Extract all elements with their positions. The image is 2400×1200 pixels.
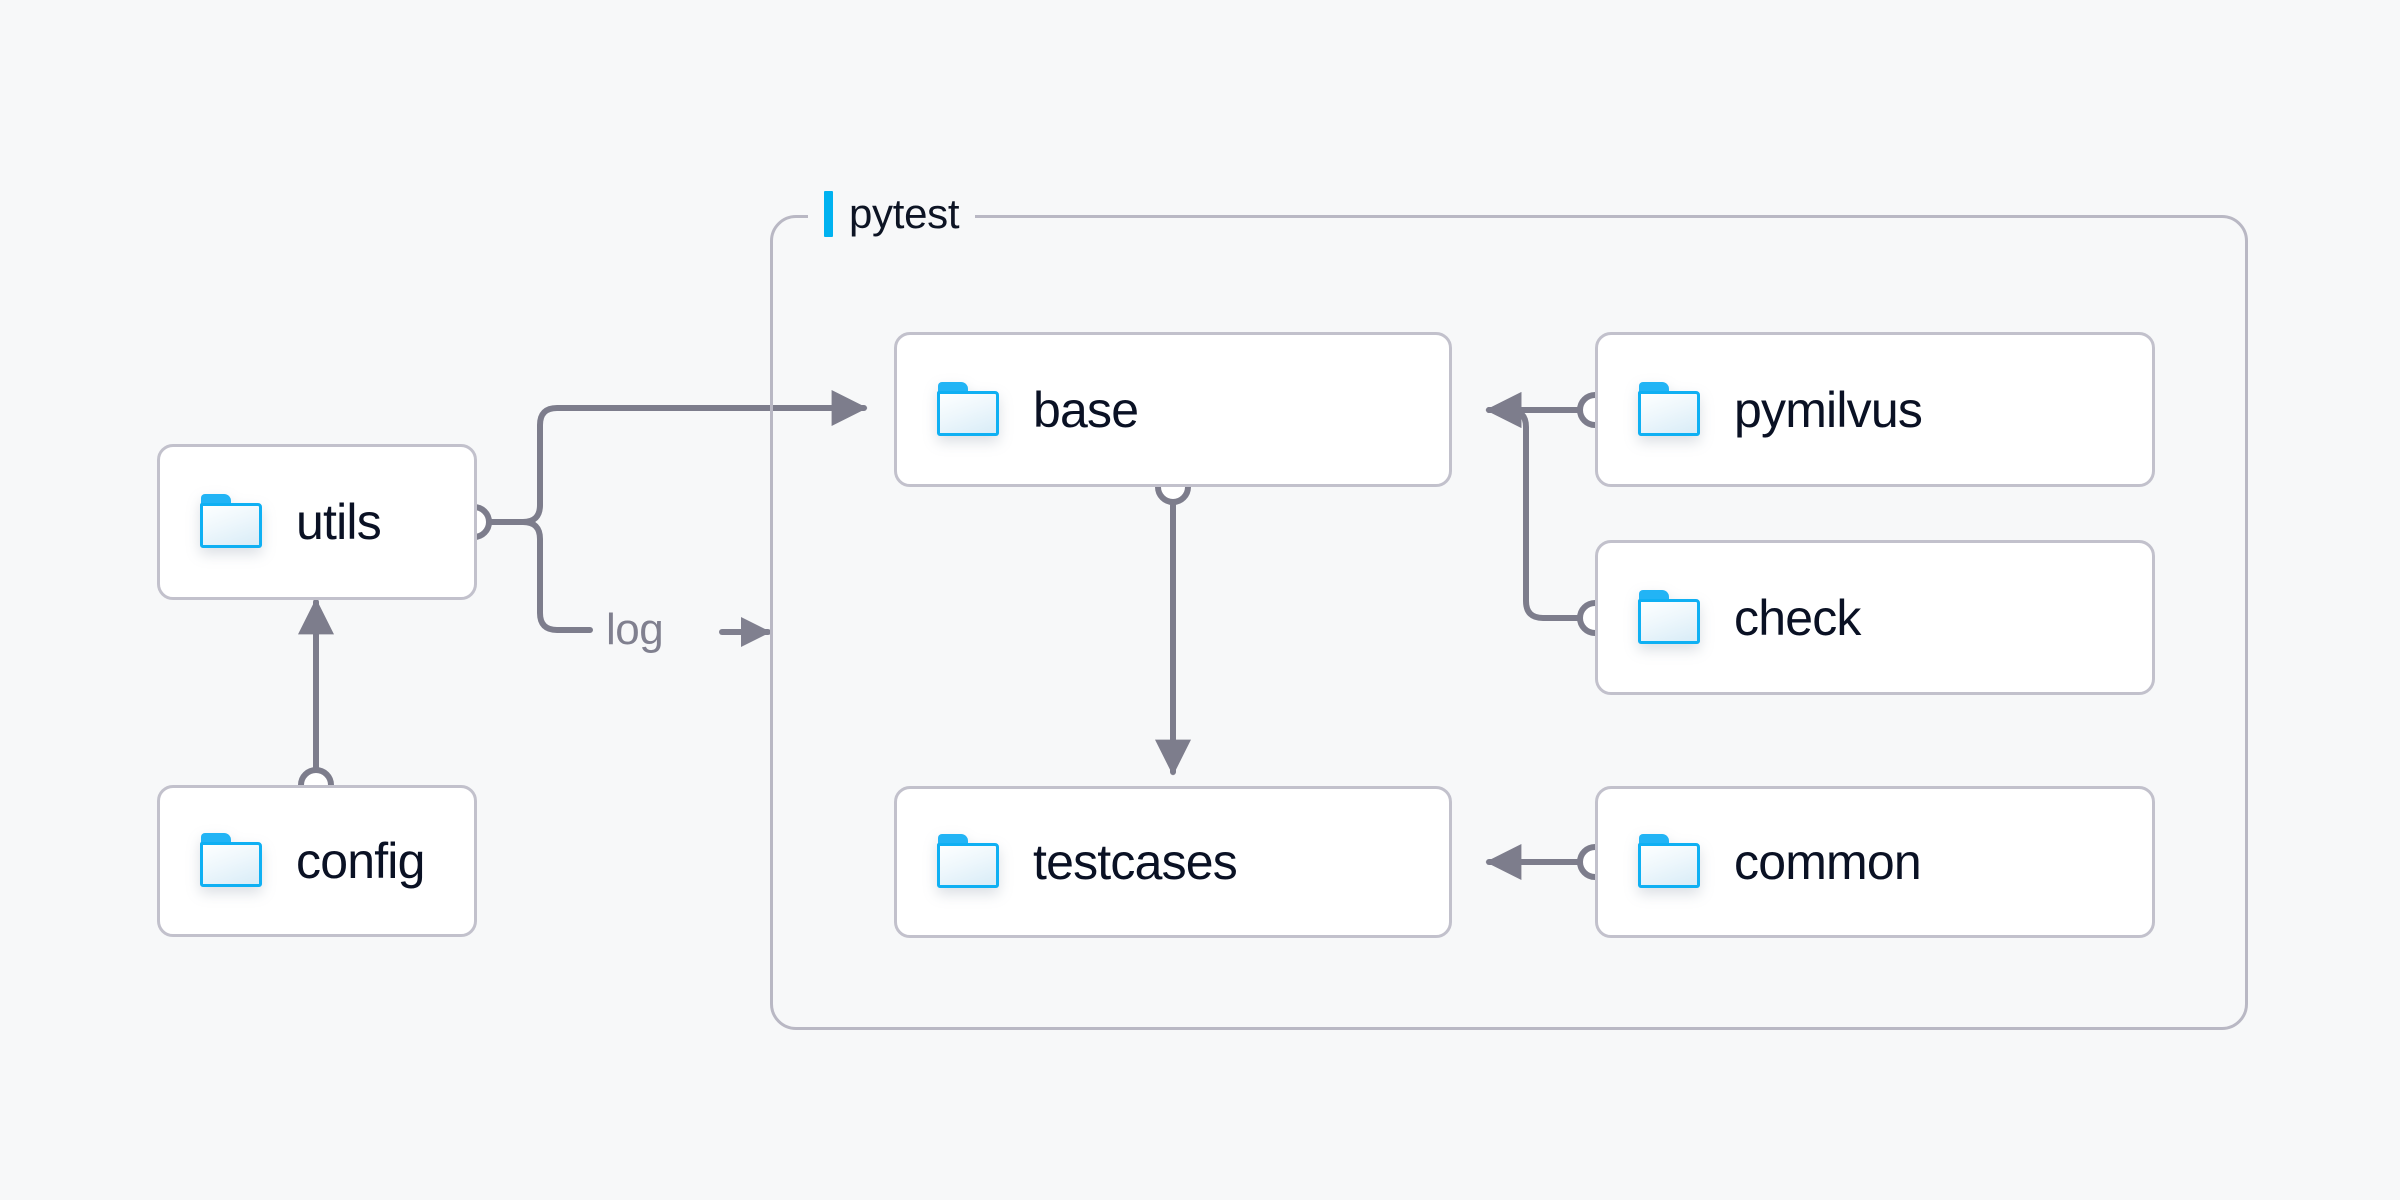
folder-icon xyxy=(1638,381,1702,438)
group-pytest-label: pytest xyxy=(808,186,976,242)
folder-icon xyxy=(200,833,264,889)
node-check[interactable]: check xyxy=(1595,540,2155,695)
node-testcases-label: testcases xyxy=(1033,834,1238,890)
group-pytest[interactable] xyxy=(770,215,2248,1030)
node-base[interactable]: base xyxy=(894,332,1452,487)
node-utils-label: utils xyxy=(296,494,382,550)
node-pymilvus-label: pymilvus xyxy=(1734,381,1923,438)
group-title: pytest xyxy=(849,190,960,237)
node-check-label: check xyxy=(1734,589,1861,646)
node-utils[interactable]: utils xyxy=(157,444,477,600)
node-config-label: config xyxy=(296,833,425,889)
folder-icon xyxy=(1638,589,1702,646)
folder-icon xyxy=(937,381,1001,438)
vertical-bar-icon xyxy=(824,191,833,237)
node-common[interactable]: common xyxy=(1595,786,2155,938)
folder-icon xyxy=(1638,834,1702,890)
node-base-label: base xyxy=(1033,381,1139,438)
edge-config-utils xyxy=(298,598,334,803)
folder-icon xyxy=(200,494,264,550)
node-pymilvus[interactable]: pymilvus xyxy=(1595,332,2155,487)
edge-label-log: log xyxy=(606,605,664,654)
node-testcases[interactable]: testcases xyxy=(894,786,1452,938)
node-config[interactable]: config xyxy=(157,785,477,937)
folder-icon xyxy=(937,834,1001,890)
node-common-label: common xyxy=(1734,834,1922,890)
